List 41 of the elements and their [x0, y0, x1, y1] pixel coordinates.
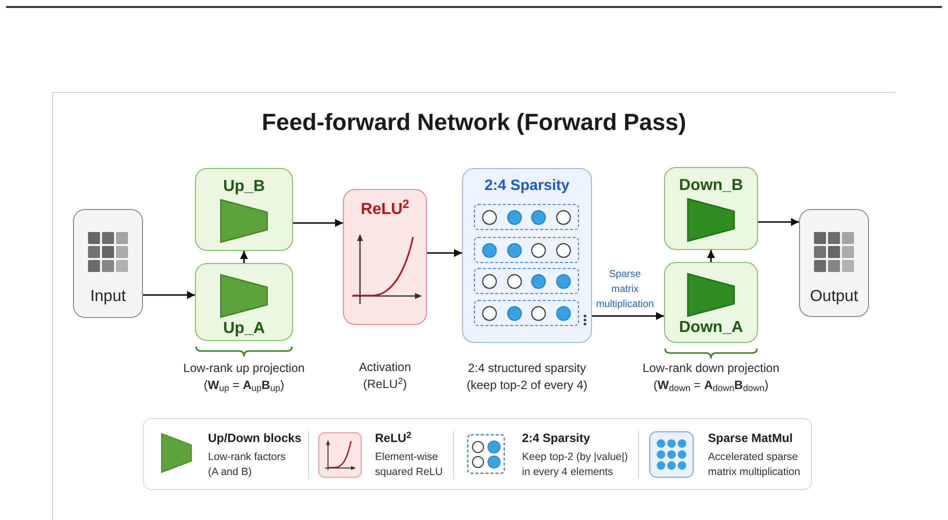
legend-description: Element-wise squared ReLU [375, 450, 444, 480]
caption-text: (W$_{up}$ = A$_{up}$B$_{up}$) [204, 377, 284, 394]
edge-label: Sparse matrix multiplication [596, 267, 654, 312]
arrow [758, 218, 799, 226]
legend-description: Low-rank factors (A and B) [208, 450, 287, 480]
node-label: 2:4 Sparsity [484, 177, 570, 195]
arrow [293, 219, 343, 227]
caption-text: (W$_{down}$ = A$_{down}$B$_{down}$) [654, 377, 768, 394]
arrow [143, 291, 195, 299]
arrow [707, 250, 715, 262]
node-label: Up_B [223, 178, 265, 196]
projection-box [664, 167, 758, 250]
activation-box [343, 189, 427, 325]
node-label: Up_A [223, 320, 265, 338]
node-label: Down_A [679, 319, 743, 337]
caption-text: Activation [358, 359, 412, 376]
arrow [427, 249, 462, 257]
sparsity-box [462, 168, 592, 343]
projection-box [195, 168, 293, 251]
caption-text: Low-rank up projection [183, 360, 305, 377]
legend-title: Sparse MatMul [708, 431, 793, 446]
node-label: Output [810, 288, 858, 306]
diagram-title: Feed-forward Network (Forward Pass) [262, 108, 686, 137]
arrow [592, 312, 664, 320]
legend-description: Keep top-2 (by |value|) in every 4 elements [522, 450, 629, 480]
projection-box [664, 262, 758, 343]
node-label: Down_B [679, 177, 743, 195]
legend-description: Accelerated sparse matrix multiplication [708, 450, 802, 480]
caption-text: (ReLU$^{2}$) [363, 376, 407, 393]
caption-text: 2:4 structured sparsity [468, 360, 586, 377]
legend-title: Up/Down blocks [208, 431, 302, 446]
projection-box [195, 263, 293, 341]
node-label: ReLU$^{2}$ [360, 201, 410, 219]
caption-text: (keep top-2 of every 4) [466, 377, 588, 394]
arrow [240, 251, 248, 263]
caption-text: Low-rank down projection [642, 360, 780, 377]
legend-title: ReLU$^{2}$ [375, 431, 412, 446]
matrix-box [73, 209, 143, 318]
matrix-box [799, 209, 869, 317]
node-label: Input [90, 288, 126, 306]
legend-title: 2:4 Sparsity [522, 431, 590, 446]
